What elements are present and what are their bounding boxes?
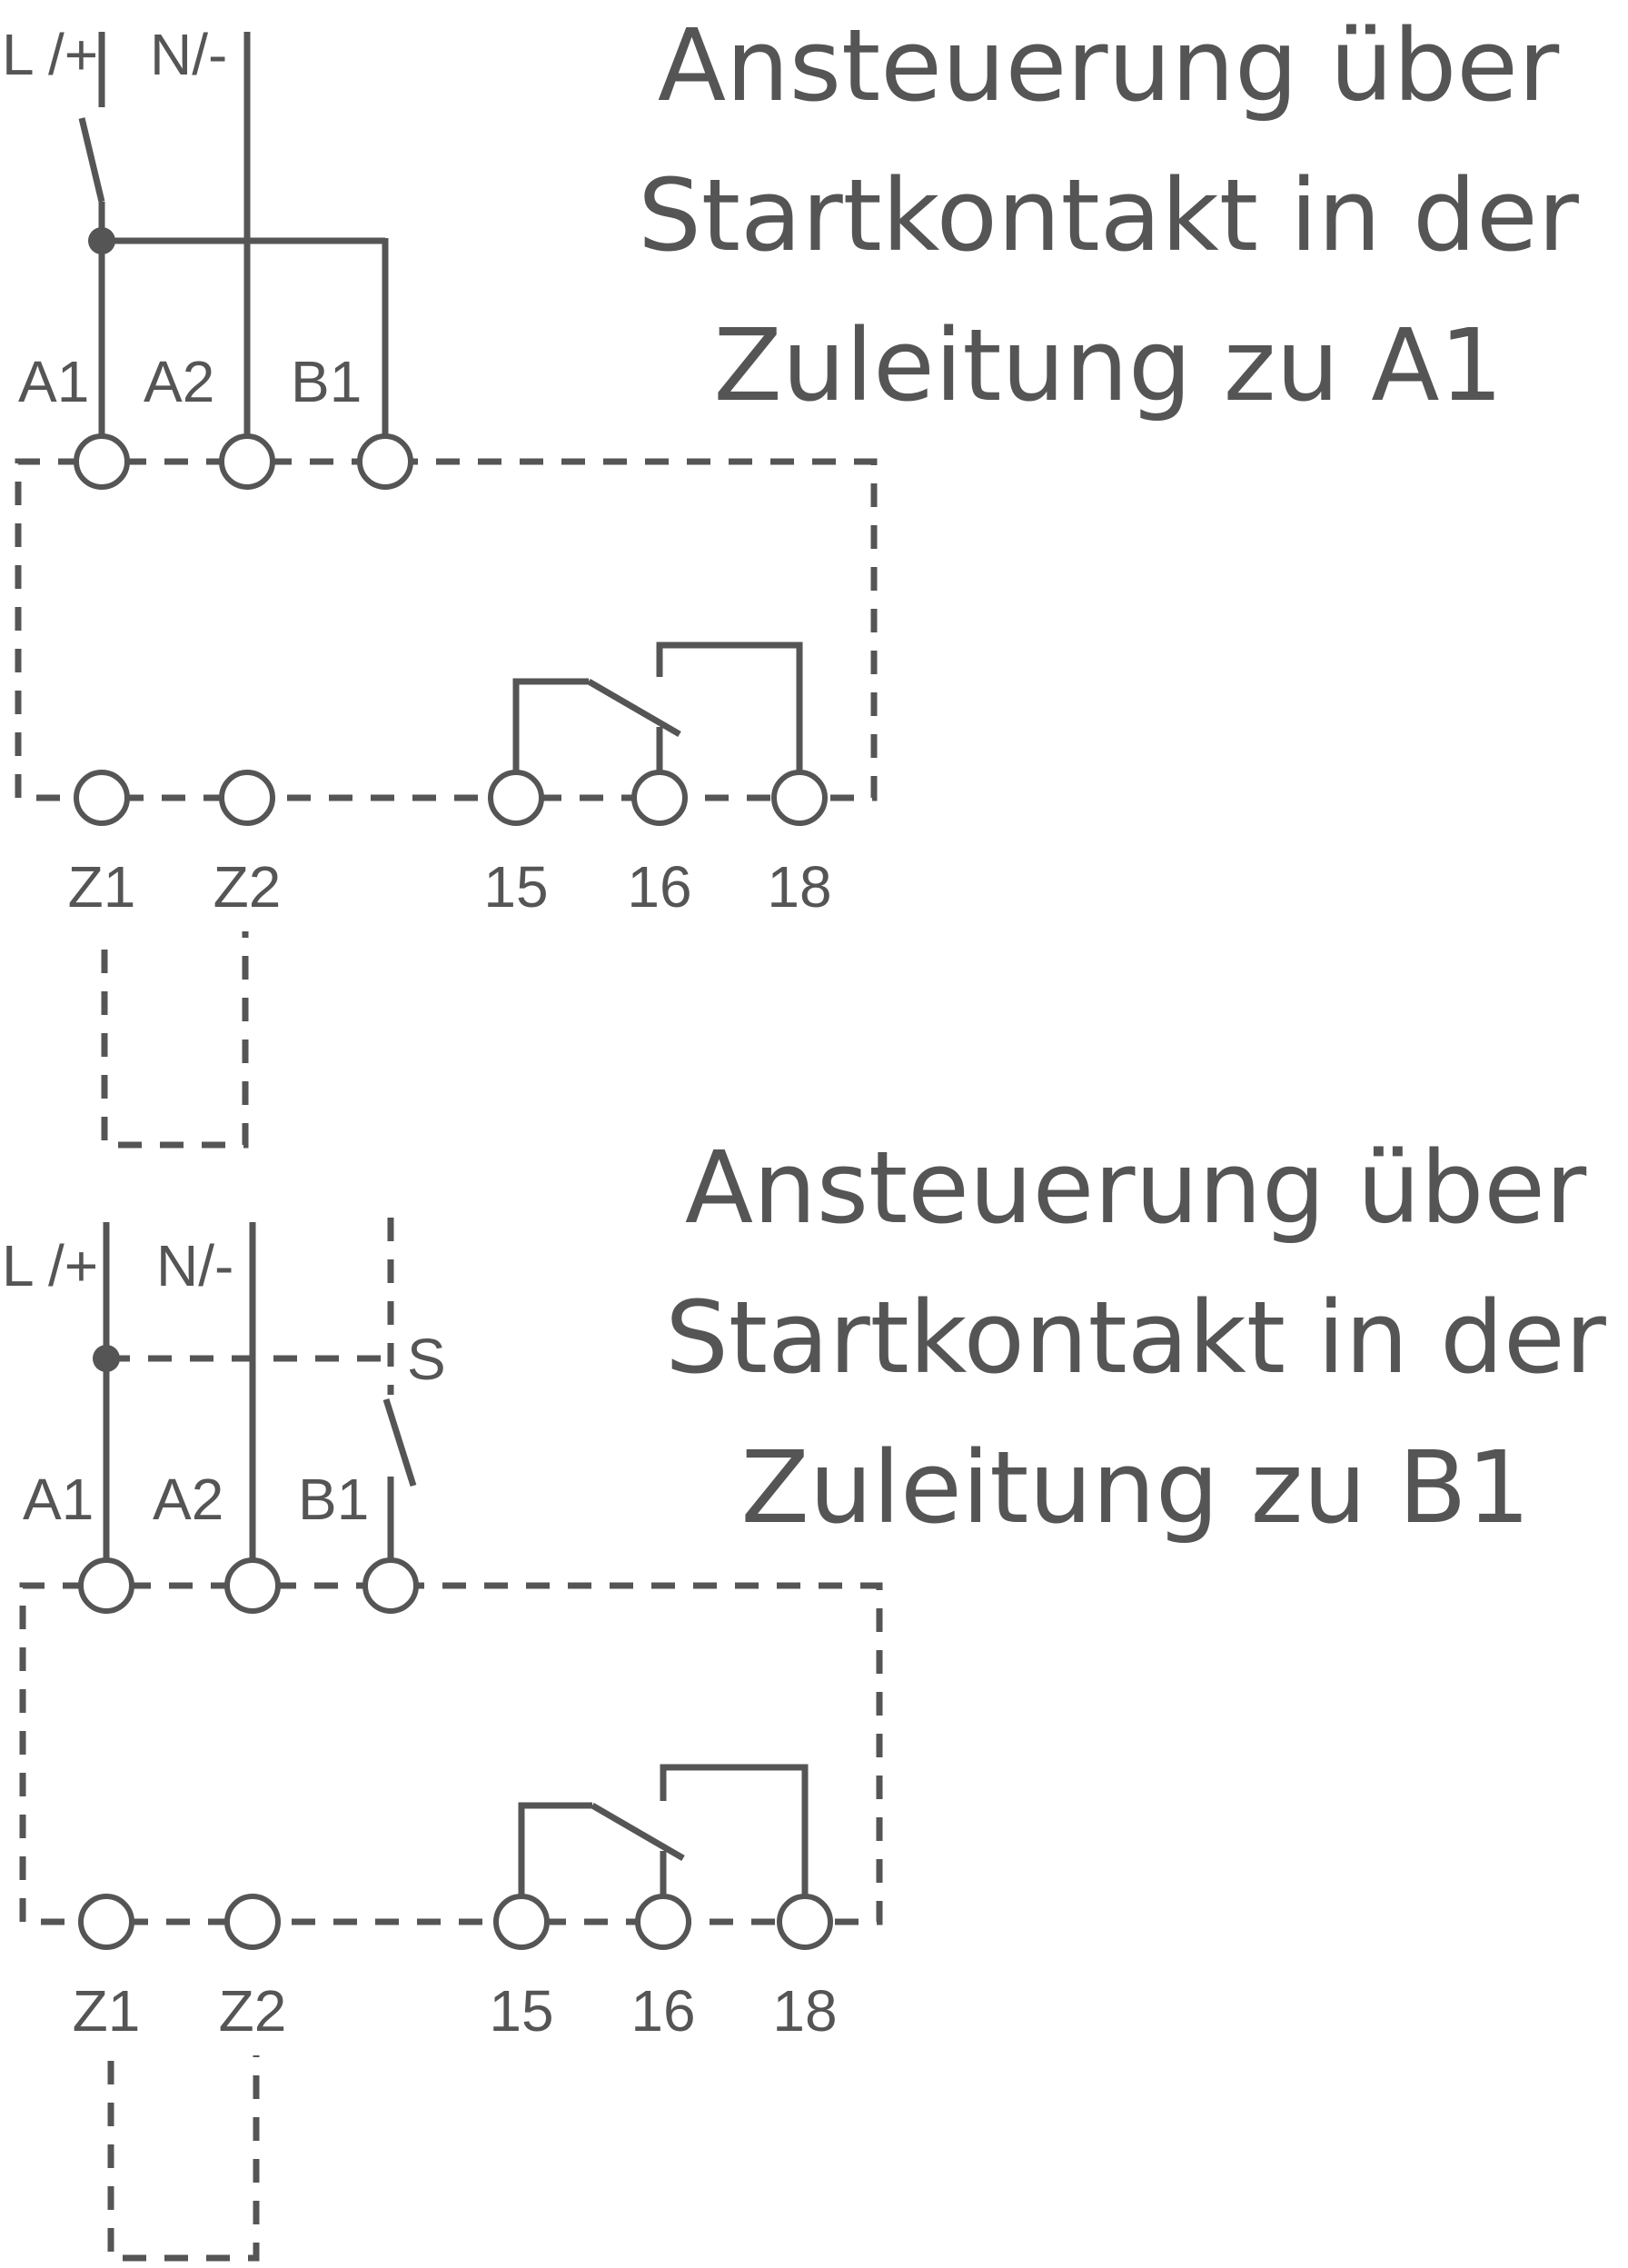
- top-terminal-a1: [74, 433, 130, 490]
- bottom-label-l-plus: L /+: [2, 1233, 98, 1298]
- top-diagram: Ansteuerung über Startkontakt in der Zul…: [2, 7, 1580, 1149]
- top-z1-z2-bridge: [101, 931, 249, 1149]
- bottom-s-contact: [382, 1398, 417, 1487]
- bottom-terminal-a2: [224, 1557, 281, 1614]
- bottom-terminal-15: [493, 1894, 550, 1950]
- top-device-box: [15, 458, 878, 801]
- bottom-label-a2: A2: [153, 1467, 223, 1532]
- top-label-16: 16: [627, 854, 691, 920]
- top-label-n-minus: N/-: [150, 22, 227, 87]
- top-terminal-15: [488, 770, 544, 826]
- top-label-a2: A2: [144, 349, 214, 414]
- bottom-relay-blade: [591, 1802, 685, 1862]
- bottom-label-z2: Z2: [219, 1978, 287, 2044]
- bottom-diagram: Ansteuerung über Startkontakt in der Zul…: [2, 1129, 1607, 2262]
- top-relay-blade: [587, 678, 681, 738]
- bottom-label-z1: Z1: [73, 1978, 141, 2044]
- top-terminal-b1: [357, 433, 413, 490]
- top-terminal-16: [631, 770, 688, 826]
- top-terminal-18: [771, 770, 828, 826]
- bottom-title-line-2: Startkontakt in der: [665, 1279, 1607, 1396]
- bottom-label-n-minus: N/-: [156, 1233, 233, 1298]
- bottom-terminal-z1: [78, 1894, 134, 1950]
- bottom-label-a1: A1: [23, 1467, 94, 1532]
- top-title-line-1: Ansteuerung über: [658, 7, 1560, 124]
- bottom-z1-z2-bridge: [107, 2055, 260, 2262]
- bottom-terminal-a1: [78, 1557, 134, 1614]
- top-label-z1: Z1: [68, 854, 136, 920]
- bottom-label-16: 16: [630, 1978, 695, 2044]
- top-relay-contact-15: [512, 678, 589, 780]
- bottom-terminal-18: [777, 1894, 833, 1950]
- top-label-15: 15: [483, 854, 548, 920]
- bottom-relay-contact-18: [660, 1764, 809, 1904]
- bottom-label-s: S: [407, 1327, 446, 1392]
- top-start-contact: [78, 117, 105, 203]
- bottom-title-line-3: Zuleitung zu B1: [740, 1429, 1530, 1546]
- top-label-l-plus: L /+: [2, 22, 98, 87]
- top-label-z2: Z2: [213, 854, 282, 920]
- top-title-line-2: Startkontakt in der: [638, 157, 1580, 274]
- bottom-relay-contact-15: [518, 1802, 592, 1904]
- top-title-line-3: Zuleitung zu A1: [714, 307, 1504, 423]
- bottom-label-15: 15: [489, 1978, 553, 2044]
- bottom-terminal-b1: [362, 1557, 419, 1614]
- top-label-18: 18: [767, 854, 831, 920]
- bottom-label-b1: B1: [298, 1467, 369, 1532]
- top-terminal-z2: [219, 770, 275, 826]
- bottom-terminal-16: [635, 1894, 691, 1950]
- bottom-title-line-1: Ansteuerung über: [685, 1129, 1587, 1246]
- top-relay-contact-18: [656, 642, 803, 780]
- top-label-a1: A1: [18, 349, 89, 414]
- bottom-terminal-z2: [224, 1894, 281, 1950]
- top-label-b1: B1: [291, 349, 362, 414]
- bottom-device-box: [19, 1582, 883, 1925]
- bottom-label-18: 18: [772, 1978, 837, 2044]
- top-terminal-z1: [74, 770, 130, 826]
- top-terminal-a2: [219, 433, 275, 490]
